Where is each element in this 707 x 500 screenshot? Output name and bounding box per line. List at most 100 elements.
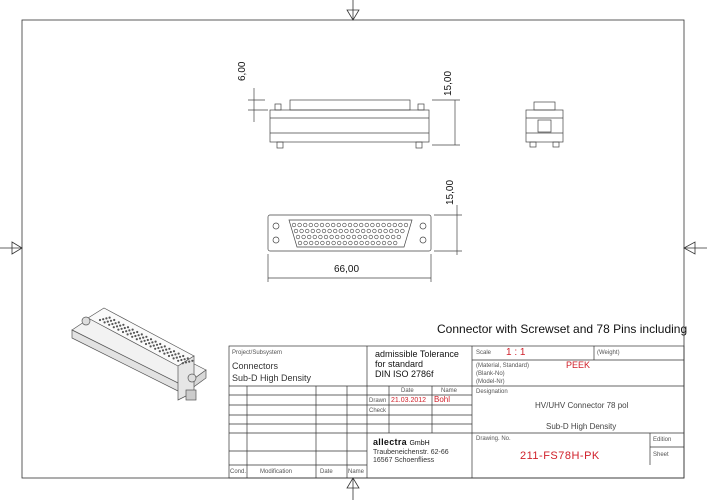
pin-hole bbox=[349, 228, 355, 234]
pin-hole bbox=[353, 222, 358, 228]
iso-pin bbox=[186, 357, 189, 360]
iso-pin bbox=[184, 361, 188, 364]
pin-hole bbox=[383, 228, 388, 234]
company-name: allectra bbox=[373, 437, 407, 447]
pin-hole bbox=[375, 222, 381, 228]
isometric-view bbox=[71, 307, 207, 401]
iso-pin bbox=[132, 331, 136, 334]
pin-hole bbox=[325, 240, 331, 246]
iso-pin bbox=[114, 322, 117, 325]
pin-hole bbox=[361, 228, 366, 234]
blank-label: (Blank-No) bbox=[476, 371, 505, 377]
iso-pin bbox=[144, 342, 148, 346]
iso-pin bbox=[112, 326, 115, 329]
pin-hole bbox=[308, 222, 313, 228]
company-city: 16567 Schoenfliess bbox=[373, 457, 435, 464]
edition-label: Edition bbox=[653, 437, 672, 443]
pin-hole bbox=[331, 240, 336, 246]
pin-hole bbox=[331, 222, 336, 228]
iso-pin bbox=[171, 354, 174, 357]
material-label: (Material, Standard) bbox=[476, 363, 530, 369]
pin-hole bbox=[347, 222, 353, 228]
pin-hole bbox=[314, 240, 319, 246]
iso-pin bbox=[128, 329, 131, 332]
pin-hole bbox=[303, 222, 308, 228]
tolerance-line2: for standard bbox=[375, 359, 424, 369]
iso-pin bbox=[172, 350, 176, 353]
designation-line2: Sub-D High Density bbox=[546, 422, 617, 431]
date-header: Date bbox=[401, 388, 414, 394]
project-line1: Connectors bbox=[232, 361, 279, 371]
iso-pin bbox=[178, 355, 182, 358]
iso-pin bbox=[163, 345, 166, 348]
iso-pin bbox=[140, 333, 143, 336]
pin-hole bbox=[301, 234, 306, 240]
pin-hole bbox=[342, 240, 347, 246]
iso-pin bbox=[182, 354, 185, 358]
iso-pin bbox=[157, 346, 160, 350]
iso-pin bbox=[160, 346, 163, 349]
pin-hole bbox=[403, 222, 409, 228]
title-block bbox=[228, 345, 685, 479]
pin-hole bbox=[372, 228, 377, 234]
iso-pin bbox=[172, 357, 175, 360]
project-line2: Sub-D High Density bbox=[232, 373, 312, 383]
pin-hole bbox=[344, 228, 349, 234]
sheet-label: Sheet bbox=[653, 452, 669, 458]
pin-hole bbox=[353, 240, 359, 246]
drawn-name: Bohl bbox=[434, 395, 451, 404]
company-suffix: GmbH bbox=[409, 440, 430, 447]
pin-hole bbox=[398, 222, 403, 228]
iso-pin bbox=[175, 356, 178, 359]
iso-pin bbox=[109, 319, 113, 322]
pin-hole bbox=[305, 228, 310, 234]
pin-hole bbox=[391, 234, 396, 240]
iso-pin bbox=[115, 325, 119, 328]
iso-pin bbox=[183, 358, 186, 361]
pin-hole bbox=[400, 228, 405, 234]
iso-pin bbox=[149, 345, 152, 348]
iso-pin bbox=[177, 359, 180, 362]
iso-pin bbox=[117, 328, 120, 331]
model-label: (Model-Nr) bbox=[476, 379, 505, 385]
pin-hole bbox=[309, 240, 314, 246]
top-view bbox=[248, 88, 460, 149]
iso-pin bbox=[165, 348, 168, 351]
tolerance-line1: admissible Tolerance bbox=[375, 349, 459, 359]
iso-pin bbox=[131, 328, 134, 331]
pin-hole bbox=[396, 234, 401, 240]
iso-pin bbox=[125, 330, 128, 333]
drawn-date: 21.03.2012 bbox=[391, 397, 427, 404]
iso-pin bbox=[108, 316, 111, 319]
iso-pin bbox=[154, 340, 157, 343]
iso-pin bbox=[142, 336, 145, 339]
dim-width-front: 66,00 bbox=[334, 264, 360, 275]
iso-pin bbox=[168, 347, 171, 350]
drawn-label: Drawn bbox=[369, 398, 387, 404]
pin-hole bbox=[359, 240, 364, 246]
iso-pin bbox=[163, 352, 166, 355]
iso-pin bbox=[191, 359, 194, 362]
drawing-no-label: Drawing. No. bbox=[476, 436, 511, 442]
iso-pin bbox=[181, 362, 184, 365]
iso-pin bbox=[161, 349, 165, 352]
pin-hole bbox=[377, 228, 383, 234]
iso-pin bbox=[148, 342, 151, 345]
iso-pin bbox=[174, 353, 177, 356]
front-view bbox=[267, 205, 462, 282]
pin-hole bbox=[327, 228, 332, 234]
pin-hole bbox=[299, 228, 304, 234]
pin-hole bbox=[319, 222, 325, 228]
scale-label: Scale bbox=[476, 350, 492, 356]
pin-hole bbox=[297, 240, 303, 246]
pin-hole bbox=[312, 234, 317, 240]
iso-pin bbox=[136, 330, 139, 334]
pin-array bbox=[291, 222, 409, 246]
pin-hole bbox=[389, 228, 394, 234]
date-label-bottom: Date bbox=[320, 469, 333, 475]
iso-pin bbox=[103, 321, 106, 324]
pin-hole bbox=[335, 234, 340, 240]
pin-hole bbox=[392, 222, 397, 228]
